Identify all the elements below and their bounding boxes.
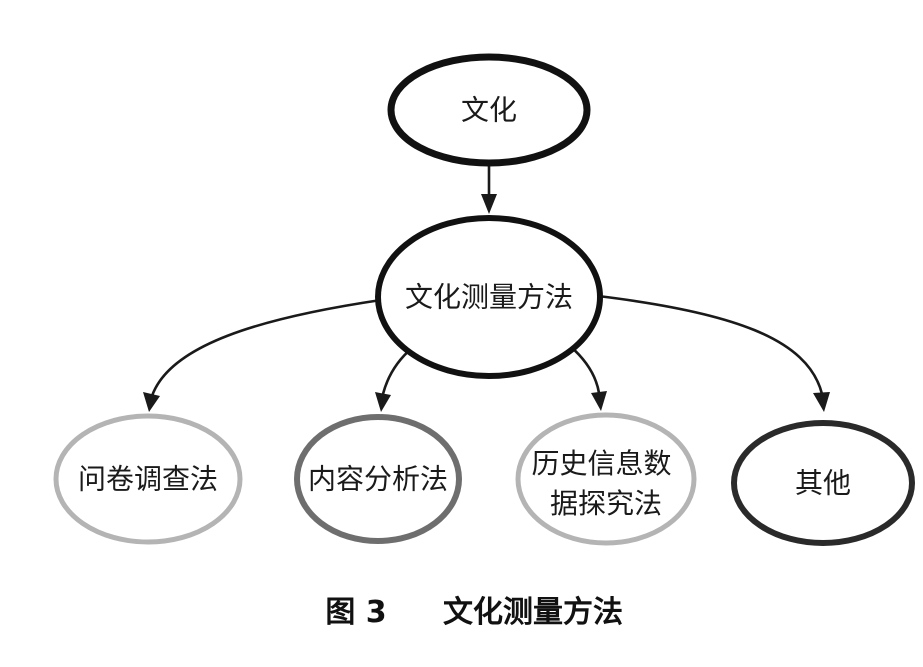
arrowhead-method (481, 194, 497, 214)
node-leaf-1: 问卷调查法 (53, 413, 243, 545)
arrowhead-leaf-4 (813, 392, 830, 412)
edge-method-to-leaf-1 (150, 298, 382, 397)
figure-number: 图 3 (325, 595, 386, 630)
arrowhead-leaf-1 (143, 392, 160, 412)
node-root: 文化 (387, 53, 591, 167)
node-leaf-4-shape (731, 420, 915, 546)
arrowhead-leaf-2 (375, 392, 391, 412)
node-leaf-3-label-line-1: 历史信息数 (532, 447, 672, 480)
node-leaf-1-label: 问卷调查法 (78, 463, 218, 496)
node-method-label: 文化测量方法 (405, 281, 573, 314)
node-leaf-4: 其他 (731, 420, 915, 546)
node-leaf-3-label: 历史信息数 据探究法 (532, 447, 681, 520)
diagram-edges (143, 162, 830, 412)
node-root-label: 文化 (461, 94, 517, 127)
node-leaf-3-label-line-2: 据探究法 (550, 487, 662, 520)
node-leaf-3-shape (515, 412, 697, 546)
node-leaf-2-label: 内容分析法 (308, 463, 448, 496)
figure-title: 文化测量方法 (443, 595, 623, 630)
node-leaf-4-label: 其他 (795, 467, 851, 500)
node-root-shape (387, 53, 591, 167)
edge-method-to-leaf-2 (381, 347, 413, 395)
edge-method-to-leaf-4 (597, 294, 824, 395)
figure-caption: 图 3 文化测量方法 (325, 595, 623, 630)
node-leaf-1-shape (53, 413, 243, 545)
node-leaf-3: 历史信息数 据探究法 (515, 412, 697, 546)
node-leaf-2: 内容分析法 (294, 414, 462, 544)
node-leaf-2-shape (294, 414, 462, 544)
node-method: 文化测量方法 (375, 215, 603, 379)
node-method-shape (375, 215, 603, 379)
edge-method-to-leaf-3 (569, 345, 601, 394)
arrowhead-leaf-3 (591, 391, 607, 411)
